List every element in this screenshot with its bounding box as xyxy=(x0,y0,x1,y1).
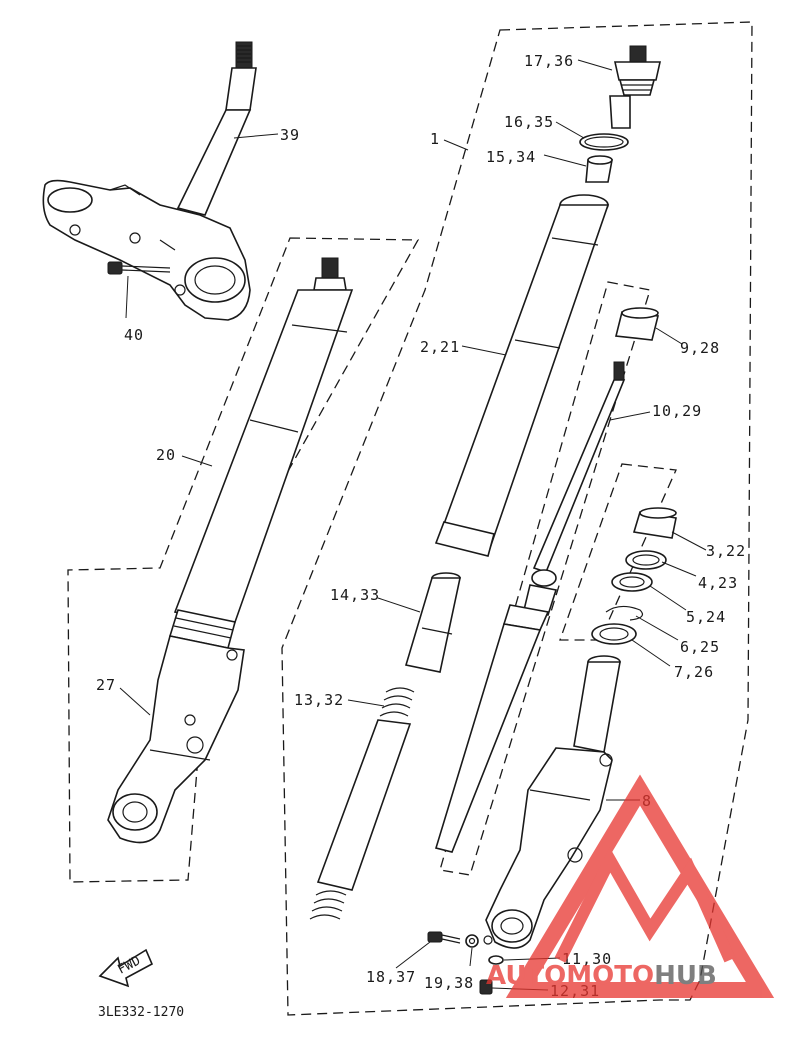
bushing-7 xyxy=(591,623,637,645)
outer-tube-2 xyxy=(434,194,610,557)
callout-7-26: 7,26 xyxy=(674,663,714,681)
spacer-pipe-14 xyxy=(404,572,461,673)
callout-39: 39 xyxy=(280,126,300,144)
drawing-code: 3LE332-1270 xyxy=(98,1005,184,1020)
callout-5-24: 5,24 xyxy=(686,608,726,626)
bushing-9 xyxy=(615,307,659,341)
dust-seal-3 xyxy=(632,507,677,539)
clip-6 xyxy=(605,605,643,621)
callout-13-32: 13,32 xyxy=(294,691,344,709)
callout-9-28: 9,28 xyxy=(680,339,720,357)
callout-1: 1 xyxy=(430,130,440,148)
callout-19-38: 19,38 xyxy=(424,974,474,992)
drain-screw-12 xyxy=(479,979,493,995)
inner-tube-8 xyxy=(483,655,621,949)
watermark-logo: AUTOMOTOHUB xyxy=(486,774,775,998)
callout-40: 40 xyxy=(124,326,144,344)
callout-10-29: 10,29 xyxy=(652,402,702,420)
left-fork-group-outline xyxy=(67,237,420,883)
fork-spring-13 xyxy=(309,687,415,920)
callout-15-34: 15,34 xyxy=(486,148,536,166)
o-ring-16 xyxy=(579,133,629,151)
bolt-40 xyxy=(107,261,171,275)
washer-19 xyxy=(465,934,479,948)
callout-16-35: 16,35 xyxy=(504,113,554,131)
spacer-15 xyxy=(585,155,613,183)
callout-11-30: 11,30 xyxy=(562,950,612,968)
callout-6-25: 6,25 xyxy=(680,638,720,656)
callout-2-21: 2,21 xyxy=(420,338,460,356)
callout-3-22: 3,22 xyxy=(706,542,746,560)
callout-4-23: 4,23 xyxy=(698,574,738,592)
damper-rod-10 xyxy=(434,361,626,853)
callout-27: 27 xyxy=(96,676,116,694)
watermark-text: AUTOMOTOHUB xyxy=(486,961,717,991)
oil-seal-4 xyxy=(625,550,667,570)
callout-17-36: 17,36 xyxy=(524,52,574,70)
cap-bolt-17 xyxy=(609,45,661,129)
bolt-18 xyxy=(427,931,461,944)
outer-group-outline xyxy=(281,21,753,1016)
steering-stem-bracket xyxy=(42,41,257,321)
left-fork-assembly xyxy=(107,257,354,844)
fwd-arrow-icon: FWD xyxy=(98,948,154,988)
callout-18-37: 18,37 xyxy=(366,968,416,986)
washer-11 xyxy=(488,955,504,965)
washer-5 xyxy=(611,572,653,592)
callout-14-33: 14,33 xyxy=(330,586,380,604)
callout-20: 20 xyxy=(156,446,176,464)
